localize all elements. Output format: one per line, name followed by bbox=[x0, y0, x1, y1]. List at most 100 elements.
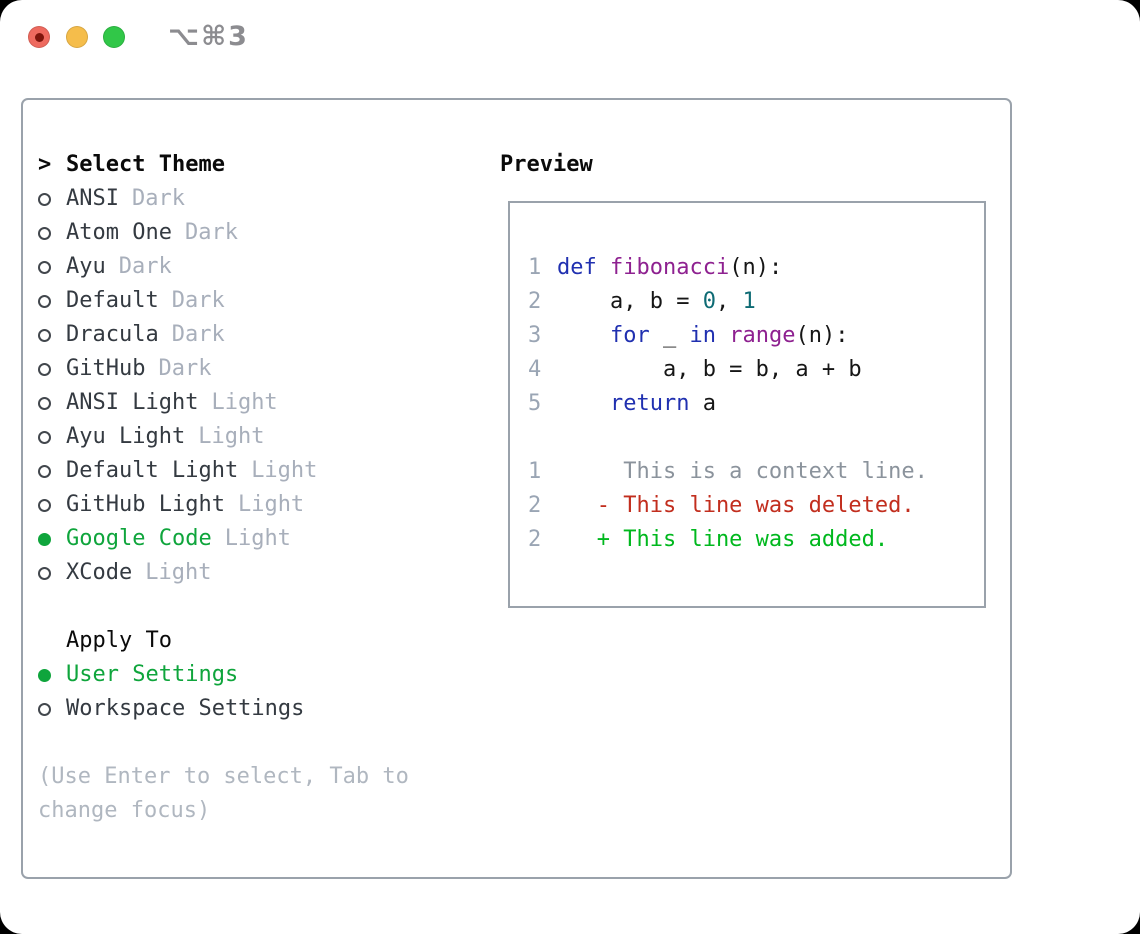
preview-lines: 1 def fibonacci(n): 2 a, b = 0, 1 3 for _ i… bbox=[528, 251, 984, 557]
line-number: 2 bbox=[528, 289, 542, 314]
theme-name: Google Code bbox=[66, 526, 212, 551]
record-dot-icon bbox=[34, 32, 44, 42]
hint-text: (Use Enter to select, Tab to change focu… bbox=[38, 764, 409, 823]
apply-option[interactable]: User Settings bbox=[38, 658, 487, 692]
radio-icon bbox=[38, 362, 51, 376]
line-code: This is a context line. bbox=[557, 459, 928, 484]
theme-option[interactable]: Default Dark bbox=[38, 284, 487, 318]
theme-list-header: Select Theme bbox=[66, 152, 225, 177]
line-number: 3 bbox=[528, 323, 542, 348]
theme-name: Atom One bbox=[66, 220, 172, 245]
line-number: 2 bbox=[528, 527, 542, 552]
line-code: for _ in range(n): bbox=[609, 323, 849, 348]
radio-selected-icon bbox=[38, 532, 51, 546]
line-number: 4 bbox=[528, 357, 542, 382]
theme-name: Default bbox=[66, 288, 159, 313]
theme-name: ANSI bbox=[66, 186, 119, 211]
radio-icon bbox=[38, 226, 51, 240]
line-number: 1 bbox=[528, 459, 542, 484]
line-code: a, b = b, a + b bbox=[557, 357, 862, 382]
theme-variant-tag: Dark bbox=[171, 322, 225, 347]
theme-option[interactable]: GitHub Light Light bbox=[38, 488, 487, 522]
line-code: def fibonacci(n): bbox=[557, 255, 783, 280]
theme-option[interactable]: Google Code Light bbox=[38, 522, 487, 556]
theme-variant-tag: Dark bbox=[171, 288, 225, 313]
radio-icon bbox=[38, 328, 51, 342]
theme-variant-tag: Light bbox=[251, 458, 318, 483]
line-code: a, b = 0, 1 bbox=[557, 289, 756, 314]
theme-option[interactable]: GitHub Dark bbox=[38, 352, 487, 386]
apply-to-header: Apply To bbox=[66, 628, 172, 653]
radio-icon bbox=[38, 430, 51, 444]
preview-box: 1 def fibonacci(n): 2 a, b = 0, 1 3 for _ i… bbox=[508, 201, 986, 608]
preview-line: 2 - This line was deleted. bbox=[528, 489, 984, 523]
apply-option-label: User Settings bbox=[66, 662, 239, 687]
theme-variant-tag: Dark bbox=[158, 356, 212, 381]
line-number: 1 bbox=[528, 255, 542, 280]
apply-to-header-row: Apply To bbox=[38, 624, 487, 658]
line-code: - This line was deleted. bbox=[557, 493, 915, 518]
theme-name: XCode bbox=[66, 560, 133, 585]
minimize-button[interactable] bbox=[66, 26, 88, 48]
theme-option[interactable]: Default Light Light bbox=[38, 454, 487, 488]
radio-icon bbox=[38, 702, 51, 716]
theme-variant-tag: Light bbox=[211, 390, 278, 415]
theme-name: GitHub bbox=[66, 356, 146, 381]
radio-icon bbox=[38, 260, 51, 274]
theme-option[interactable]: Dracula Dark bbox=[38, 318, 487, 352]
line-number bbox=[528, 421, 557, 455]
theme-variant-tag: Dark bbox=[131, 186, 185, 211]
preview-line: 1 This is a context line. bbox=[528, 455, 984, 489]
theme-option[interactable]: ANSI Light Light bbox=[38, 386, 487, 420]
theme-variant-tag: Light bbox=[237, 492, 305, 517]
zoom-button[interactable] bbox=[103, 26, 125, 48]
window-title: ⌥⌘3 bbox=[168, 21, 249, 52]
theme-name: Ayu bbox=[66, 254, 106, 279]
theme-variant-tag: Dark bbox=[184, 220, 238, 245]
theme-option[interactable]: Atom One Dark bbox=[38, 216, 487, 250]
preview-line: 5 return a bbox=[528, 387, 984, 421]
theme-name: ANSI Light bbox=[66, 390, 199, 415]
preview-column: Preview 1 def fibonacci(n): 2 a, b = 0, 1 3… bbox=[487, 100, 1010, 877]
theme-variant-tag: Light bbox=[224, 526, 291, 551]
theme-option[interactable]: ANSI Dark bbox=[38, 182, 487, 216]
radio-icon bbox=[38, 566, 51, 580]
selection-prompt-icon: > bbox=[38, 152, 52, 177]
theme-name: Ayu Light bbox=[66, 424, 186, 449]
preview-line: 1 def fibonacci(n): bbox=[528, 251, 984, 285]
radio-icon bbox=[38, 396, 51, 410]
line-number: 2 bbox=[528, 493, 542, 518]
theme-option[interactable]: Ayu Dark bbox=[38, 250, 487, 284]
radio-icon bbox=[38, 498, 51, 512]
radio-selected-icon bbox=[38, 668, 51, 682]
theme-name: Dracula bbox=[66, 322, 159, 347]
theme-variant-tag: Light bbox=[145, 560, 212, 585]
preview-line: 2 + This line was added. bbox=[528, 523, 984, 557]
theme-option[interactable]: XCode Light bbox=[38, 556, 487, 590]
theme-name: Default Light bbox=[66, 458, 239, 483]
radio-icon bbox=[38, 464, 51, 478]
titlebar: ⌥⌘3 bbox=[0, 0, 1140, 74]
radio-icon bbox=[38, 294, 51, 308]
radio-icon bbox=[38, 192, 51, 206]
line-code: return a bbox=[609, 391, 716, 416]
theme-list-header-row: > Select Theme bbox=[38, 148, 487, 182]
preview-line: 4 a, b = b, a + b bbox=[528, 353, 984, 387]
preview-line bbox=[528, 421, 984, 455]
preview-header-row: Preview bbox=[500, 148, 1010, 182]
preview-header: Preview bbox=[500, 152, 593, 177]
apply-option[interactable]: Workspace Settings bbox=[38, 692, 487, 726]
theme-name: GitHub Light bbox=[66, 492, 225, 517]
preview-line: 2 a, b = 0, 1 bbox=[528, 285, 984, 319]
theme-variant-tag: Dark bbox=[118, 254, 172, 279]
line-code: + This line was added. bbox=[557, 527, 889, 552]
close-button[interactable] bbox=[28, 26, 50, 48]
line-number: 5 bbox=[528, 391, 542, 416]
apply-option-label: Workspace Settings bbox=[66, 696, 305, 721]
